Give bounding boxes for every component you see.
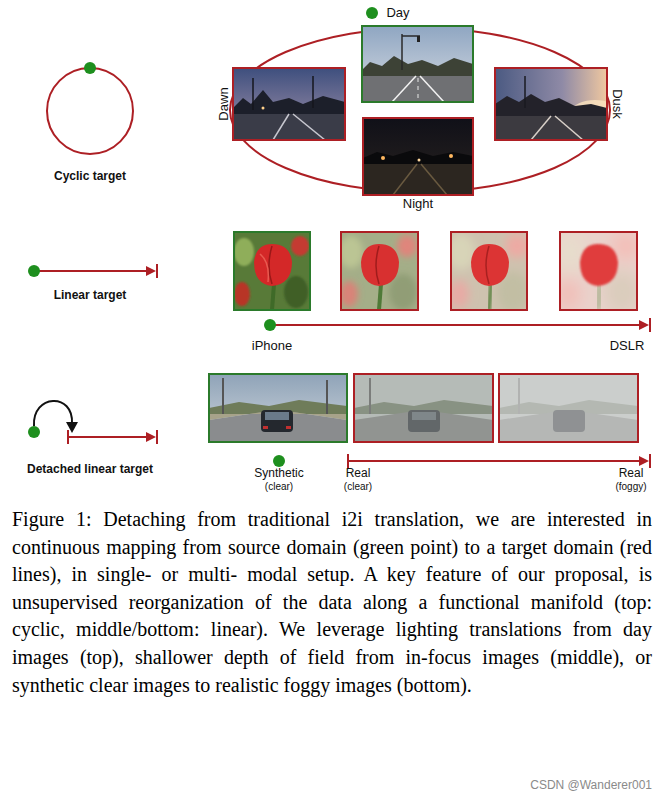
domain-label: Dusk [610,89,624,119]
watermark: CSDN @Wanderer001 [528,779,654,792]
axis-sublabel: (clear) [344,481,372,492]
axis-sublabel: (foggy) [615,481,646,492]
figure-caption: Figure 1: Detaching from traditional i2i… [12,506,652,699]
domain-label: Night [403,197,433,211]
symbol-title: Linear target [54,289,127,302]
axis-label: iPhone [252,339,292,353]
axis-label: Real [619,467,644,480]
axis-label: Synthetic [254,467,303,480]
axis-label: Real [346,467,371,480]
domain-label: Day [386,6,409,20]
domain-label: Dawn [217,87,231,120]
axis-sublabel: (clear) [265,481,293,492]
axis-label: DSLR [610,339,645,353]
symbol-title: Cyclic target [54,170,126,183]
symbol-title: Detached linear target [27,463,153,476]
